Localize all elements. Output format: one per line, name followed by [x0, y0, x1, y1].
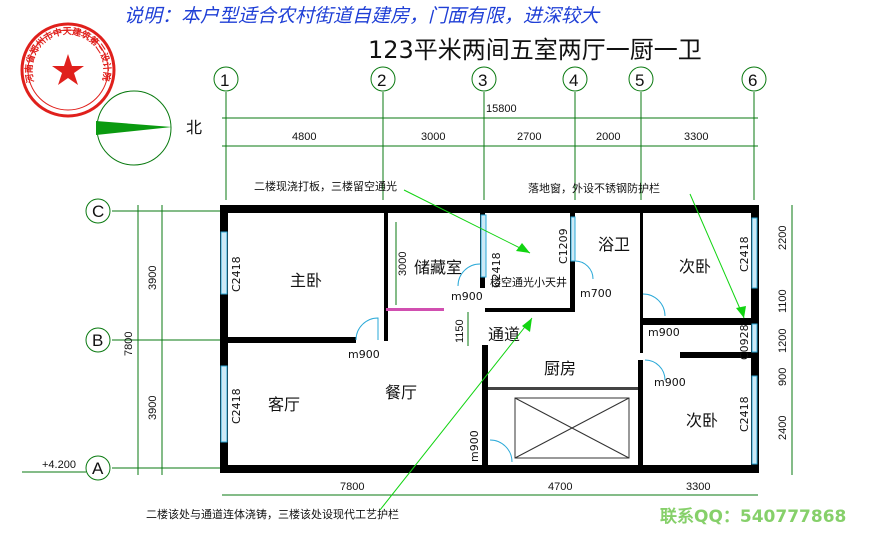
- dim-inner-1: 1150: [454, 319, 466, 343]
- dim-top-4: 3300: [684, 131, 708, 143]
- axis-label-b: B: [92, 331, 103, 350]
- window-label-1: C2418: [230, 256, 243, 292]
- room-kitchen: 厨房: [544, 359, 576, 378]
- stair-void: [514, 397, 630, 459]
- dim-left-0: 3900: [147, 266, 159, 290]
- axis-label-6: 6: [748, 71, 757, 90]
- dim-right-4: 2400: [777, 416, 789, 440]
- axis-label-c: C: [92, 202, 104, 221]
- dim-bottom-1: 4700: [548, 481, 572, 493]
- room-bedroom-2: 次卧: [679, 257, 711, 276]
- axis-grid-left: C B A 7800 3900 3900 +4.200: [22, 198, 222, 481]
- dim-right-1: 1100: [777, 289, 789, 313]
- door-label-6: m900: [468, 430, 481, 462]
- axis-label-a: A: [92, 459, 104, 478]
- north-arrow-icon: 北: [96, 90, 202, 166]
- room-corridor: 通道: [488, 325, 520, 344]
- plan-title: 123平米两间五室两厅一厨一卫: [368, 36, 702, 64]
- door-label-2: m900: [451, 290, 483, 303]
- room-master-bedroom: 主卧: [290, 271, 322, 290]
- callout-bottom: 二楼该处与通道连体浇铸，三楼该处设现代工艺护栏: [146, 507, 399, 521]
- window-label-2: C2418: [230, 388, 243, 424]
- dim-bottom-0: 7800: [340, 481, 364, 493]
- north-label: 北: [186, 118, 202, 137]
- callouts: 二楼现浇打板，三楼留空通光 落地窗，外设不锈钢防护栏 二楼该处与通道连体浇铸，三…: [146, 179, 746, 521]
- dim-right-2: 1200: [777, 329, 789, 353]
- doors: [355, 260, 666, 463]
- door-label-1: m900: [348, 348, 380, 361]
- room-living: 客厅: [268, 395, 300, 414]
- callout-top-right: 落地窗，外设不锈钢防护栏: [528, 181, 660, 195]
- dim-left-1: 3900: [147, 396, 159, 420]
- seal-star-icon: [52, 54, 84, 85]
- dim-top-3: 2000: [596, 131, 620, 143]
- door-label-4: m900: [648, 326, 680, 339]
- axis-label-3: 3: [478, 71, 487, 90]
- dim-top-2: 2700: [517, 131, 541, 143]
- axis-label-4: 4: [569, 71, 578, 90]
- level-mark: +4.200: [42, 459, 76, 471]
- door-label-3: m700: [580, 287, 612, 300]
- room-bathroom: 浴卫: [598, 235, 630, 254]
- window-label-6: C0928: [738, 324, 751, 360]
- contact-qq: 联系QQ：540777868: [660, 507, 846, 527]
- room-bedroom-3: 次卧: [686, 411, 718, 430]
- window-label-5: C2418: [738, 236, 751, 272]
- dimensions-top: 15800 4800 3000 2700 2000 3300: [222, 103, 758, 147]
- dim-right-0: 2200: [777, 226, 789, 250]
- axis-label-1: 1: [220, 71, 229, 90]
- windows: [220, 214, 758, 465]
- dim-left-total: 7800: [123, 332, 135, 356]
- axis-label-5: 5: [635, 71, 644, 90]
- window-label-7: C2418: [738, 396, 751, 432]
- dimensions-bottom: 7800 4700 3300: [222, 481, 758, 496]
- dim-top-total: 15800: [486, 103, 517, 115]
- axis-label-2: 2: [377, 71, 386, 90]
- dimensions-right: 2200 1100 1200 900 2400: [777, 205, 793, 475]
- dim-right-3: 900: [777, 368, 789, 386]
- callout-top-left: 二楼现浇打板，三楼留空通光: [254, 179, 397, 193]
- description-note: 说明：本户型适合农村街道自建房，门面有限，进深较大: [124, 5, 601, 27]
- dim-top-0: 4800: [292, 131, 316, 143]
- door-label-5: m900: [654, 376, 686, 389]
- dim-top-1: 3000: [421, 131, 445, 143]
- room-storage: 储藏室: [414, 258, 462, 277]
- room-dining: 餐厅: [385, 383, 417, 402]
- window-label-4: C1209: [557, 228, 570, 264]
- dim-inner-0: 3000: [397, 252, 409, 276]
- room-lightwell: 楼空通光小天井: [490, 275, 567, 289]
- window-label-3: C2418: [490, 252, 503, 288]
- company-seal: 河南省郑州市中天建筑第三设计院: [20, 22, 116, 118]
- dim-bottom-2: 3300: [686, 481, 710, 493]
